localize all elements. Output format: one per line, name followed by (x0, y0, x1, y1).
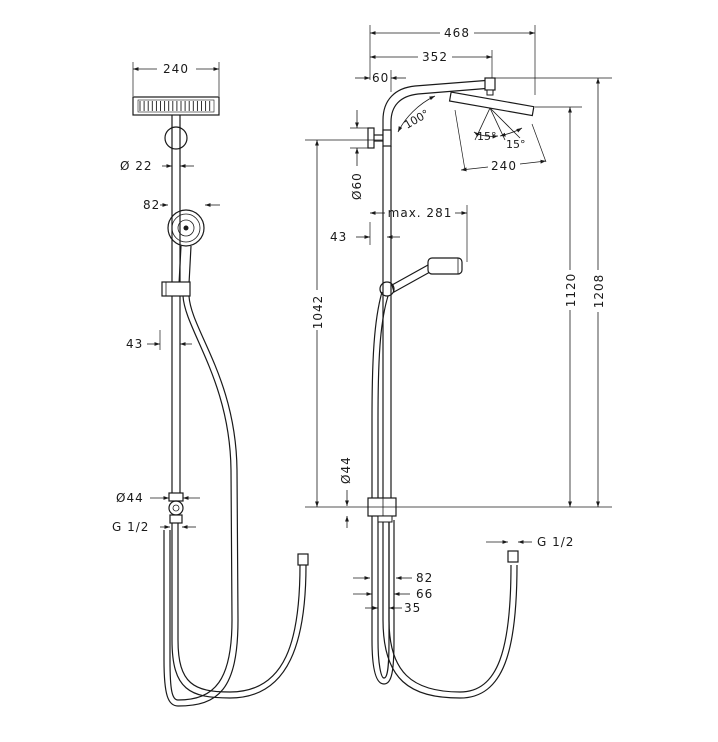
side-hand-shower (379, 257, 463, 297)
side-view: 468 352 60 100° (305, 25, 612, 699)
side-pipe-offset-label: 43 (330, 230, 347, 244)
side-height-head-label: 1120 (564, 273, 578, 308)
side-shower-arm (382, 77, 496, 140)
front-bracket-offset-dim: 43 (126, 330, 192, 351)
side-hose-connector (507, 550, 519, 563)
side-arm-reach-dim: 352 (370, 50, 493, 80)
side-wall-offset-label: 60 (372, 71, 389, 85)
side-height-bracket-label: 1042 (311, 295, 325, 330)
side-inlet-thread-dim: G 1/2 (486, 535, 574, 549)
side-height-total-label: 1208 (592, 274, 606, 309)
side-head-tilt-left-label: 15° (477, 130, 497, 143)
side-bracket-dia-dim: Ø60 (350, 110, 368, 200)
side-mixer-dia-dim: Ø44 (339, 456, 353, 528)
side-wall-bracket (367, 127, 392, 149)
front-pipe-dia-dim: Ø 22 (120, 159, 194, 173)
side-inlet-thread-label: G 1/2 (537, 535, 574, 549)
side-hand-reach-dim: max. 281 (370, 205, 468, 262)
front-hand-shower-dim: 82 (143, 198, 220, 212)
side-head-width-dim: 240 (460, 159, 547, 173)
side-total-reach-dim: 468 (369, 25, 536, 95)
front-inlet-thread-dim: G 1/2 (112, 520, 196, 534)
front-slider (161, 281, 191, 297)
side-arm-angle: 100° (397, 95, 436, 133)
side-bottom-82-label: 82 (416, 571, 433, 585)
side-bottom-66-label: 66 (416, 587, 433, 601)
side-height-head-dim: 1120 (564, 107, 578, 507)
side-hose (371, 291, 518, 699)
front-mixer (168, 492, 184, 524)
front-wall-bracket (164, 126, 188, 150)
side-bottom-dims: 82 66 35 (353, 571, 433, 615)
side-total-reach-label: 468 (444, 26, 470, 40)
side-height-total-dim: 1208 (592, 78, 606, 507)
side-pipe-offset-dim: 43 (330, 222, 400, 245)
front-pipe-dia-label: Ø 22 (120, 159, 153, 173)
side-arm-reach-label: 352 (422, 50, 448, 64)
front-shower-head (132, 96, 220, 116)
side-mixer-dia-label: Ø44 (339, 456, 353, 484)
front-mixer-dia-dim: Ø44 (116, 491, 200, 505)
side-head-width-label: 240 (491, 159, 517, 173)
side-arm-angle-label: 100° (402, 107, 431, 132)
side-bottom-35-label: 35 (404, 601, 421, 615)
side-bracket-dia-label: Ø60 (350, 172, 364, 200)
front-mixer-dia-label: Ø44 (116, 491, 144, 505)
front-riser-pipe (171, 115, 181, 493)
side-head-tilt-right-label: 15° (506, 138, 526, 151)
front-hand-shower-label: 82 (143, 198, 160, 212)
front-view: 240 Ø 22 82 (112, 62, 309, 707)
side-riser-pipe (382, 146, 392, 498)
side-height-bracket-dim: 1042 (311, 140, 325, 507)
front-hose (163, 295, 307, 707)
front-head-width-dim: 240 (132, 62, 220, 96)
front-hose-connector (297, 553, 309, 566)
front-inlet-thread-label: G 1/2 (112, 520, 149, 534)
side-hand-reach-label: max. 281 (388, 206, 453, 220)
front-bracket-offset-label: 43 (126, 337, 143, 351)
front-hand-shower (167, 209, 205, 285)
side-wall-offset-dim: 60 (355, 70, 406, 92)
side-shower-head: 15° 15° (448, 91, 547, 171)
front-head-width-label: 240 (163, 62, 189, 76)
